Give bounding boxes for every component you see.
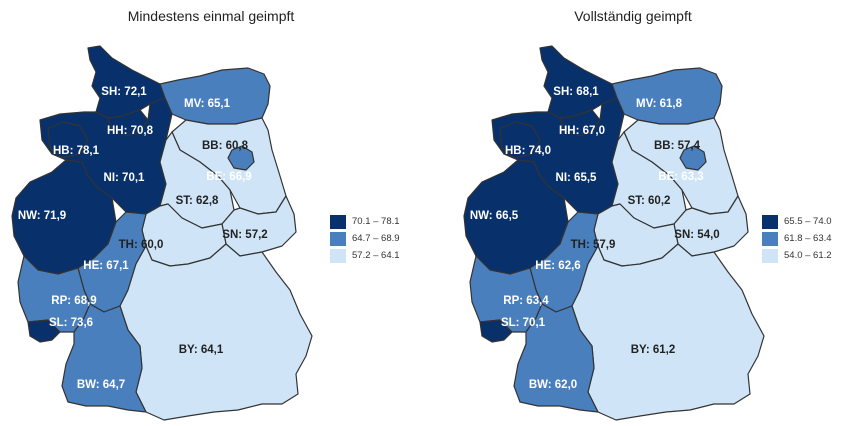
legend-item-mid: 61.8 – 63.4: [762, 230, 832, 247]
state-layer: SH: 68,1MV: 61,8HH: 67,0NI: 65,5 HB: 74,0…: [463, 45, 765, 421]
map-title: Vollständig geimpft: [574, 8, 692, 24]
state-label-rp: RP: 63,4: [503, 295, 549, 307]
state-bremen: [499, 121, 541, 159]
state-label-he: HE: 67,1: [83, 260, 129, 272]
state-label-mv: MV: 65,1: [184, 98, 231, 110]
legend-label: 57.2 – 64.1: [352, 250, 400, 261]
legend-swatch: [330, 248, 346, 263]
germany-map: SH: 72,1MV: 65,1HH: 70,8NI: 70,1 HB: 78,1…: [11, 45, 313, 421]
legend-label: 70.1 – 78.1: [352, 216, 400, 227]
state-label-st: ST: 62,8: [176, 195, 219, 207]
state-baden-wuerttemberg: [61, 303, 147, 413]
state-bayern: [119, 243, 313, 421]
state-label-nw: NW: 71,9: [18, 210, 66, 222]
state-label-rp: RP: 68,9: [51, 295, 96, 307]
map-title: Mindestens einmal geimpft: [127, 8, 295, 24]
state-berlin: [227, 145, 255, 171]
legend-swatch: [762, 214, 778, 229]
state-label-sl: SL: 70,1: [501, 317, 546, 329]
map-legend: 70.1 – 78.1 64.7 – 68.9 57.2 – 64.1: [330, 213, 400, 264]
legend-label: 61.8 – 63.4: [784, 233, 832, 244]
state-label-sn: SN: 57,2: [222, 229, 267, 241]
state-label-bb: BB: 57,4: [654, 140, 701, 152]
state-label-th: TH: 57,9: [571, 239, 616, 251]
state-label-mv: MV: 61,8: [636, 98, 683, 110]
state-label-bw: BW: 64,7: [77, 379, 125, 391]
legend-swatch: [330, 231, 346, 246]
state-layer: SH: 72,1MV: 65,1HH: 70,8NI: 70,1 HB: 78,1…: [11, 45, 313, 421]
state-label-bb: BB: 60,8: [202, 140, 249, 152]
state-label-sl: SL: 73,6: [49, 317, 93, 329]
state-mecklenburg-vorpommern: [159, 67, 271, 125]
legend-item-high: 70.1 – 78.1: [330, 213, 400, 230]
state-baden-wuerttemberg: [513, 303, 599, 413]
legend-label: 54.0 – 61.2: [784, 250, 832, 261]
legend-swatch: [762, 231, 778, 246]
legend-item-low: 57.2 – 64.1: [330, 247, 400, 264]
map-legend: 65.5 – 74.0 61.8 – 63.4 54.0 – 61.2: [762, 213, 832, 264]
state-label-by: BY: 64,1: [179, 344, 224, 356]
state-label-be: BE: 63,3: [658, 171, 703, 183]
state-label-be: BE: 66,9: [206, 171, 251, 183]
state-label-sn: SN: 54,0: [674, 229, 719, 241]
state-label-ni: NI: 65,5: [556, 172, 598, 184]
state-label-hh: HH: 67,0: [559, 125, 605, 137]
state-label-st: ST: 60,2: [628, 195, 671, 207]
legend-swatch: [330, 214, 346, 229]
state-label-he: HE: 62,6: [535, 260, 580, 272]
state-label-hb: HB: 78,1: [53, 145, 100, 157]
state-bayern: [571, 243, 765, 421]
state-label-sh: SH: 68,1: [553, 86, 599, 98]
germany-map: SH: 68,1MV: 61,8HH: 67,0NI: 65,5 HB: 74,0…: [463, 45, 765, 421]
legend-swatch: [762, 248, 778, 263]
state-saarland: [479, 319, 513, 343]
state-saarland: [27, 319, 61, 343]
state-label-hb: HB: 74,0: [505, 145, 551, 157]
state-label-bw: BW: 62,0: [529, 379, 577, 391]
state-bremen: [47, 121, 89, 159]
state-berlin: [679, 145, 707, 171]
legend-item-high: 65.5 – 74.0: [762, 213, 832, 230]
legend-item-low: 54.0 – 61.2: [762, 247, 832, 264]
legend-item-mid: 64.7 – 68.9: [330, 230, 400, 247]
state-label-by: BY: 61,2: [631, 344, 676, 356]
state-label-th: TH: 60,0: [119, 239, 164, 251]
state-label-hh: HH: 70,8: [107, 125, 154, 137]
legend-label: 64.7 – 68.9: [352, 233, 400, 244]
legend-label: 65.5 – 74.0: [784, 216, 832, 227]
state-label-nw: NW: 66,5: [470, 210, 519, 222]
state-label-sh: SH: 72,1: [101, 86, 147, 98]
state-label-ni: NI: 70,1: [104, 172, 146, 184]
state-mecklenburg-vorpommern: [611, 67, 723, 125]
